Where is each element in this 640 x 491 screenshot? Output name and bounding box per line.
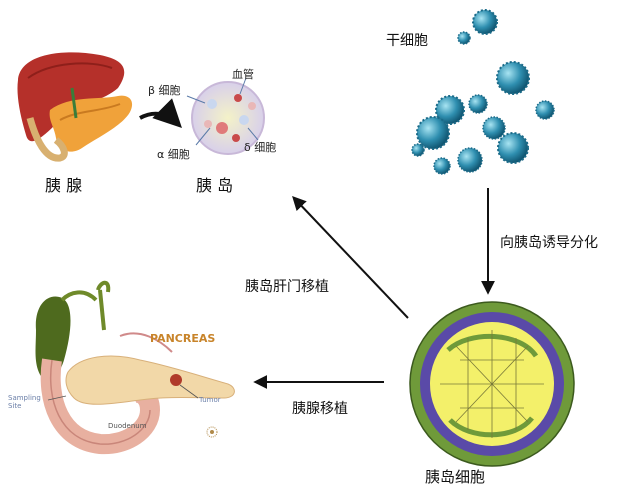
islet-cross-section (186, 77, 265, 155)
islet-cells-illustration (409, 301, 575, 467)
islet-cells-label: 胰岛细胞 (425, 468, 486, 486)
duodenum-label: Duodenum (108, 422, 147, 430)
pancreas-label: 胰 腺 (45, 176, 83, 195)
beta-cell-label: β 细胞 (148, 84, 181, 97)
stem-cells-illustration (411, 9, 555, 175)
portal-transplant-label: 胰岛肝门移植 (245, 279, 329, 295)
islet-label: 胰 岛 (196, 176, 234, 195)
pancreas-anatomy-illustration (35, 280, 235, 455)
alpha-cell-label: α 细胞 (157, 148, 190, 161)
tumor-label: Tumor (199, 396, 221, 404)
stem-cell-label: 干细胞 (386, 33, 428, 49)
delta-cell-label: δ 细胞 (244, 141, 277, 154)
pancreas-transplant-label: 胰腺移植 (292, 401, 348, 417)
anatomy-title: PANCREAS (150, 332, 216, 345)
arrow-islet-to-top (292, 195, 409, 319)
sampling-site-label: Sampling Site (8, 394, 41, 410)
induce-differentiation-label: 向胰岛诱导分化 (500, 235, 598, 251)
liver-pancreas-illustration (17, 52, 182, 162)
blood-vessel-label: 血管 (232, 68, 254, 81)
